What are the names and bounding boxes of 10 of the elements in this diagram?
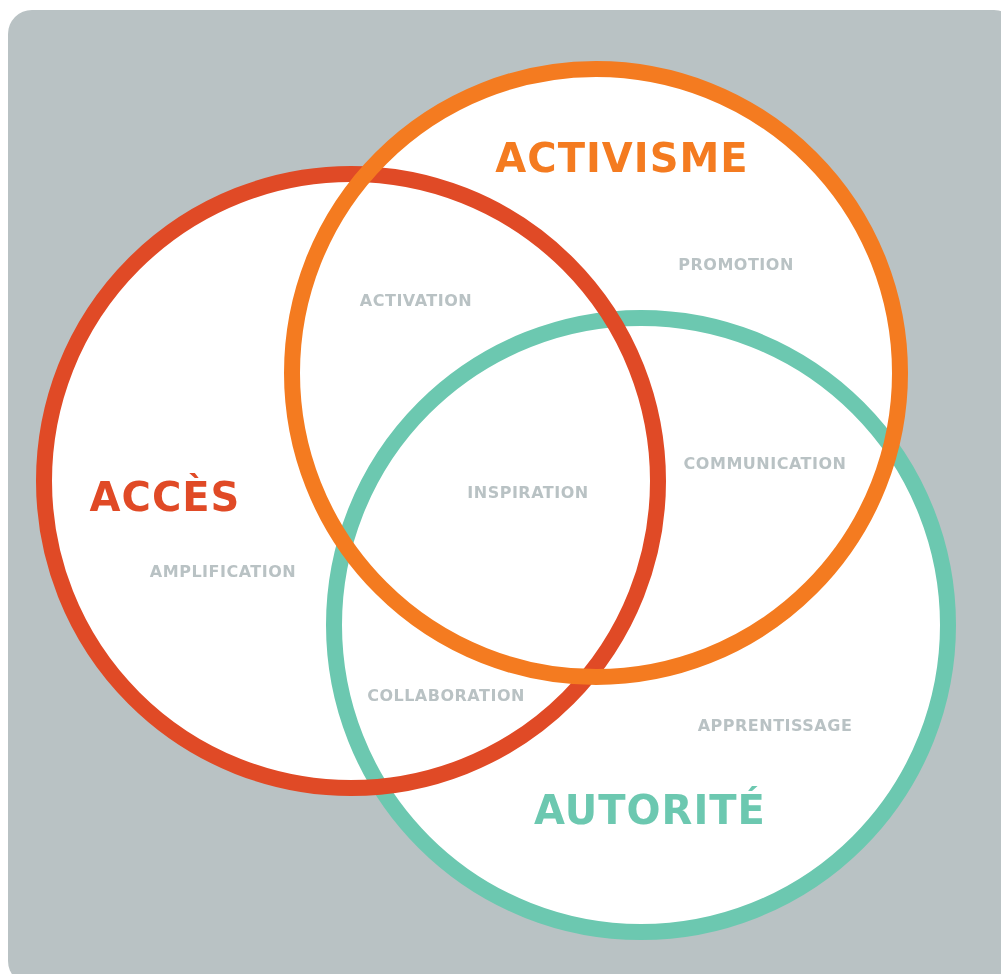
circle-title: AUTORITÉ xyxy=(534,787,766,833)
region-label: INSPIRATION xyxy=(467,482,589,502)
region-label: AMPLIFICATION xyxy=(149,561,297,581)
region-label: COLLABORATION xyxy=(367,685,525,705)
region-label: ACTIVATION xyxy=(359,290,473,310)
circle-title: ACCÈS xyxy=(89,474,241,520)
circle-title: ACTIVISME xyxy=(495,135,749,181)
region-label: COMMUNICATION xyxy=(683,453,847,473)
region-label: PROMOTION xyxy=(678,254,794,274)
region-label: APPRENTISSAGE xyxy=(697,715,853,735)
